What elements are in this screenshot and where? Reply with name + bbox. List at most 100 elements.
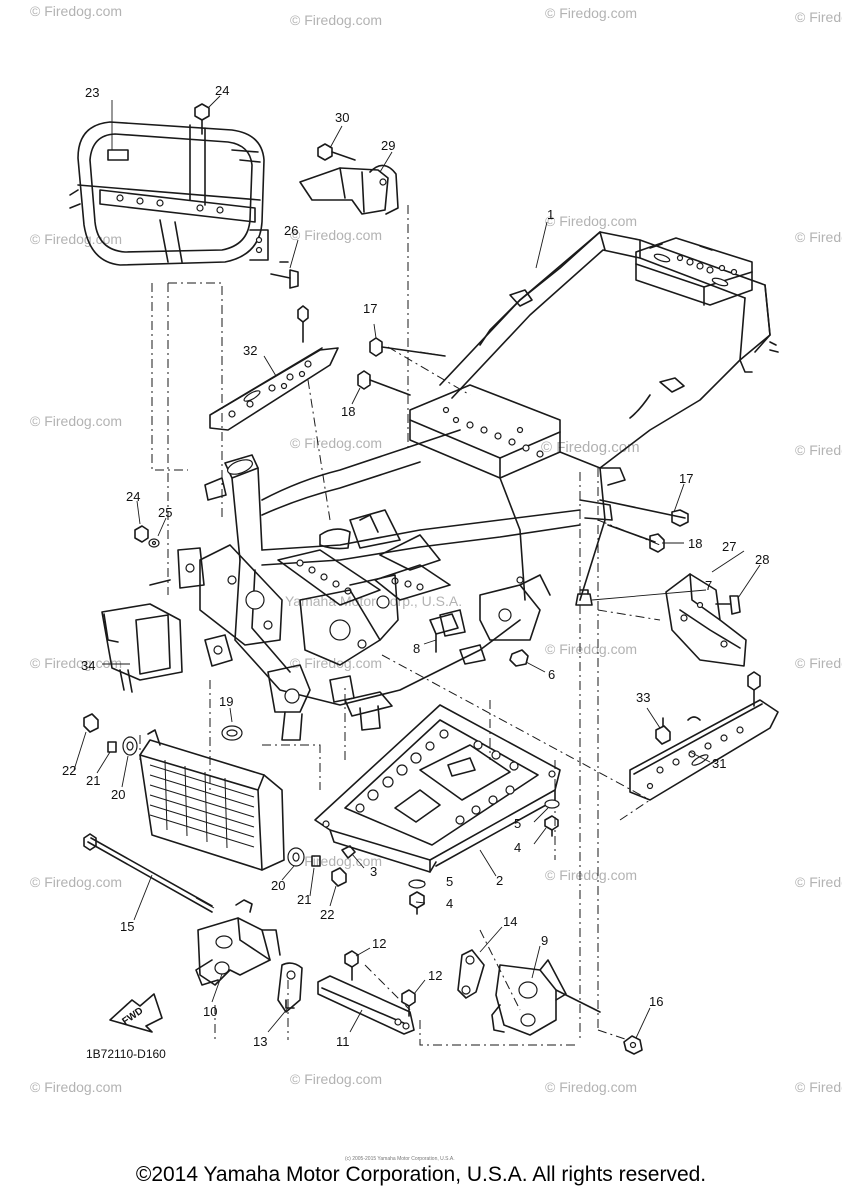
part-label: 32	[243, 343, 257, 358]
part-label: 5	[446, 874, 453, 889]
part-label: 34	[81, 658, 95, 673]
bolt-26	[270, 261, 299, 289]
part-label: 7	[705, 578, 712, 593]
watermark-layer: © Firedog.com © Firedog.com © Firedog.co…	[30, 3, 842, 1095]
bracket-32	[209, 305, 339, 431]
fwd-arrow-icon: FWD	[109, 993, 163, 1033]
skid-plate	[314, 704, 561, 873]
bracket-10	[195, 899, 303, 1013]
watermark: © Firedog.com	[545, 1079, 637, 1095]
inner-watermark: Yamaha Motor Corp., U.S.A.	[285, 593, 462, 609]
part-label: 22	[320, 907, 334, 922]
part-34-plate	[101, 603, 183, 693]
part-label: 8	[413, 641, 420, 656]
watermark: © Firedog.com	[290, 227, 382, 243]
part-label: 25	[158, 505, 172, 520]
watermark: © Firedog.com	[290, 12, 382, 28]
watermark: © Firedog.com	[30, 3, 122, 19]
watermark: © Firedog.com	[795, 9, 842, 25]
part-label: 10	[203, 1004, 217, 1019]
bracket-9	[491, 959, 643, 1055]
part-label: 15	[120, 919, 134, 934]
small-print: (c) 2005-2015 Yamaha Motor Corporation, …	[345, 1156, 455, 1162]
bracket-29	[299, 143, 399, 215]
part-label: 24	[126, 489, 140, 504]
part-label: 22	[62, 763, 76, 778]
part-label: 4	[446, 896, 453, 911]
part-label: 21	[297, 892, 311, 907]
watermark: © Firedog.com	[30, 231, 122, 247]
watermark: © Firedog.com	[795, 655, 842, 671]
watermark: © Firedog.com	[290, 1071, 382, 1087]
center-watermark: © Firedog.com	[541, 439, 640, 456]
part-label: 20	[271, 878, 285, 893]
watermark: © Firedog.com	[795, 229, 842, 245]
part-label: 17	[679, 471, 693, 486]
watermark: © Firedog.com	[545, 641, 637, 657]
part-label: 17	[363, 301, 377, 316]
part-label: 18	[341, 404, 355, 419]
part-label: 14	[503, 914, 517, 929]
fwd-label: FWD	[120, 1005, 145, 1027]
part-label: 29	[381, 138, 395, 153]
part-label: 33	[636, 690, 650, 705]
radiator	[83, 713, 347, 887]
bolts-17-18-right	[599, 499, 689, 553]
bushing-7	[575, 589, 593, 606]
part-label: 24	[215, 83, 229, 98]
part-label: 21	[86, 773, 100, 788]
bolt-15	[83, 833, 215, 913]
diagram-code: 1B72110-D160	[86, 1047, 166, 1061]
leader-lines	[73, 95, 761, 1039]
part-labels: 1 2 3 4 4 5 5 6 7 8 9 10 11 12 12 13 14 …	[62, 83, 769, 1049]
watermark: © Firedog.com	[290, 853, 382, 869]
part-label: 16	[649, 994, 663, 1009]
bracket-31	[629, 671, 779, 801]
part-label: 30	[335, 110, 349, 125]
watermark: © Firedog.com	[545, 213, 637, 229]
part-label: 5	[514, 816, 521, 831]
assembly-lines	[139, 205, 661, 1046]
part-label: 19	[219, 694, 233, 709]
main-frame	[149, 231, 779, 741]
part-8	[429, 613, 459, 653]
part-label: 23	[85, 85, 99, 100]
part-label: 12	[372, 936, 386, 951]
part-label: 13	[253, 1034, 267, 1049]
part-label: 6	[548, 667, 555, 682]
part-label: 26	[284, 223, 298, 238]
front-guard	[69, 121, 269, 266]
copyright-notice: ©2014 Yamaha Motor Corporation, U.S.A. A…	[135, 1163, 707, 1186]
part-label: 28	[755, 552, 769, 567]
bolt-24-left	[134, 525, 160, 548]
watermark: © Firedog.com	[290, 435, 382, 451]
bracket-27	[665, 573, 747, 667]
part-label: 3	[370, 864, 377, 879]
watermark: © Firedog.com	[30, 874, 122, 890]
part-label: 2	[496, 873, 503, 888]
arm-11	[317, 950, 416, 1035]
watermark: © Firedog.com	[30, 413, 122, 429]
part-label: 20	[111, 787, 125, 802]
link-14	[457, 949, 485, 999]
watermark: © Firedog.com	[545, 5, 637, 21]
fasteners-3-4-5	[341, 799, 560, 915]
part-label: 9	[541, 933, 548, 948]
watermark: © Firedog.com	[30, 1079, 122, 1095]
part-label: 1	[547, 207, 554, 222]
bolt-24-top	[194, 103, 210, 135]
watermark: © Firedog.com	[545, 867, 637, 883]
watermark: © Firedog.com	[795, 1079, 842, 1095]
part-label: 18	[688, 536, 702, 551]
part-label: 11	[336, 1034, 350, 1049]
watermark: © Firedog.com	[30, 655, 122, 671]
part-label: 27	[722, 539, 736, 554]
part-label: 4	[514, 840, 521, 855]
part-label: 12	[428, 968, 442, 983]
bolts-17-18-upper	[357, 337, 446, 396]
watermark: © Firedog.com	[795, 874, 842, 890]
nut-6	[509, 649, 529, 667]
watermark: © Firedog.com	[795, 442, 842, 458]
part-label: 31	[712, 756, 726, 771]
